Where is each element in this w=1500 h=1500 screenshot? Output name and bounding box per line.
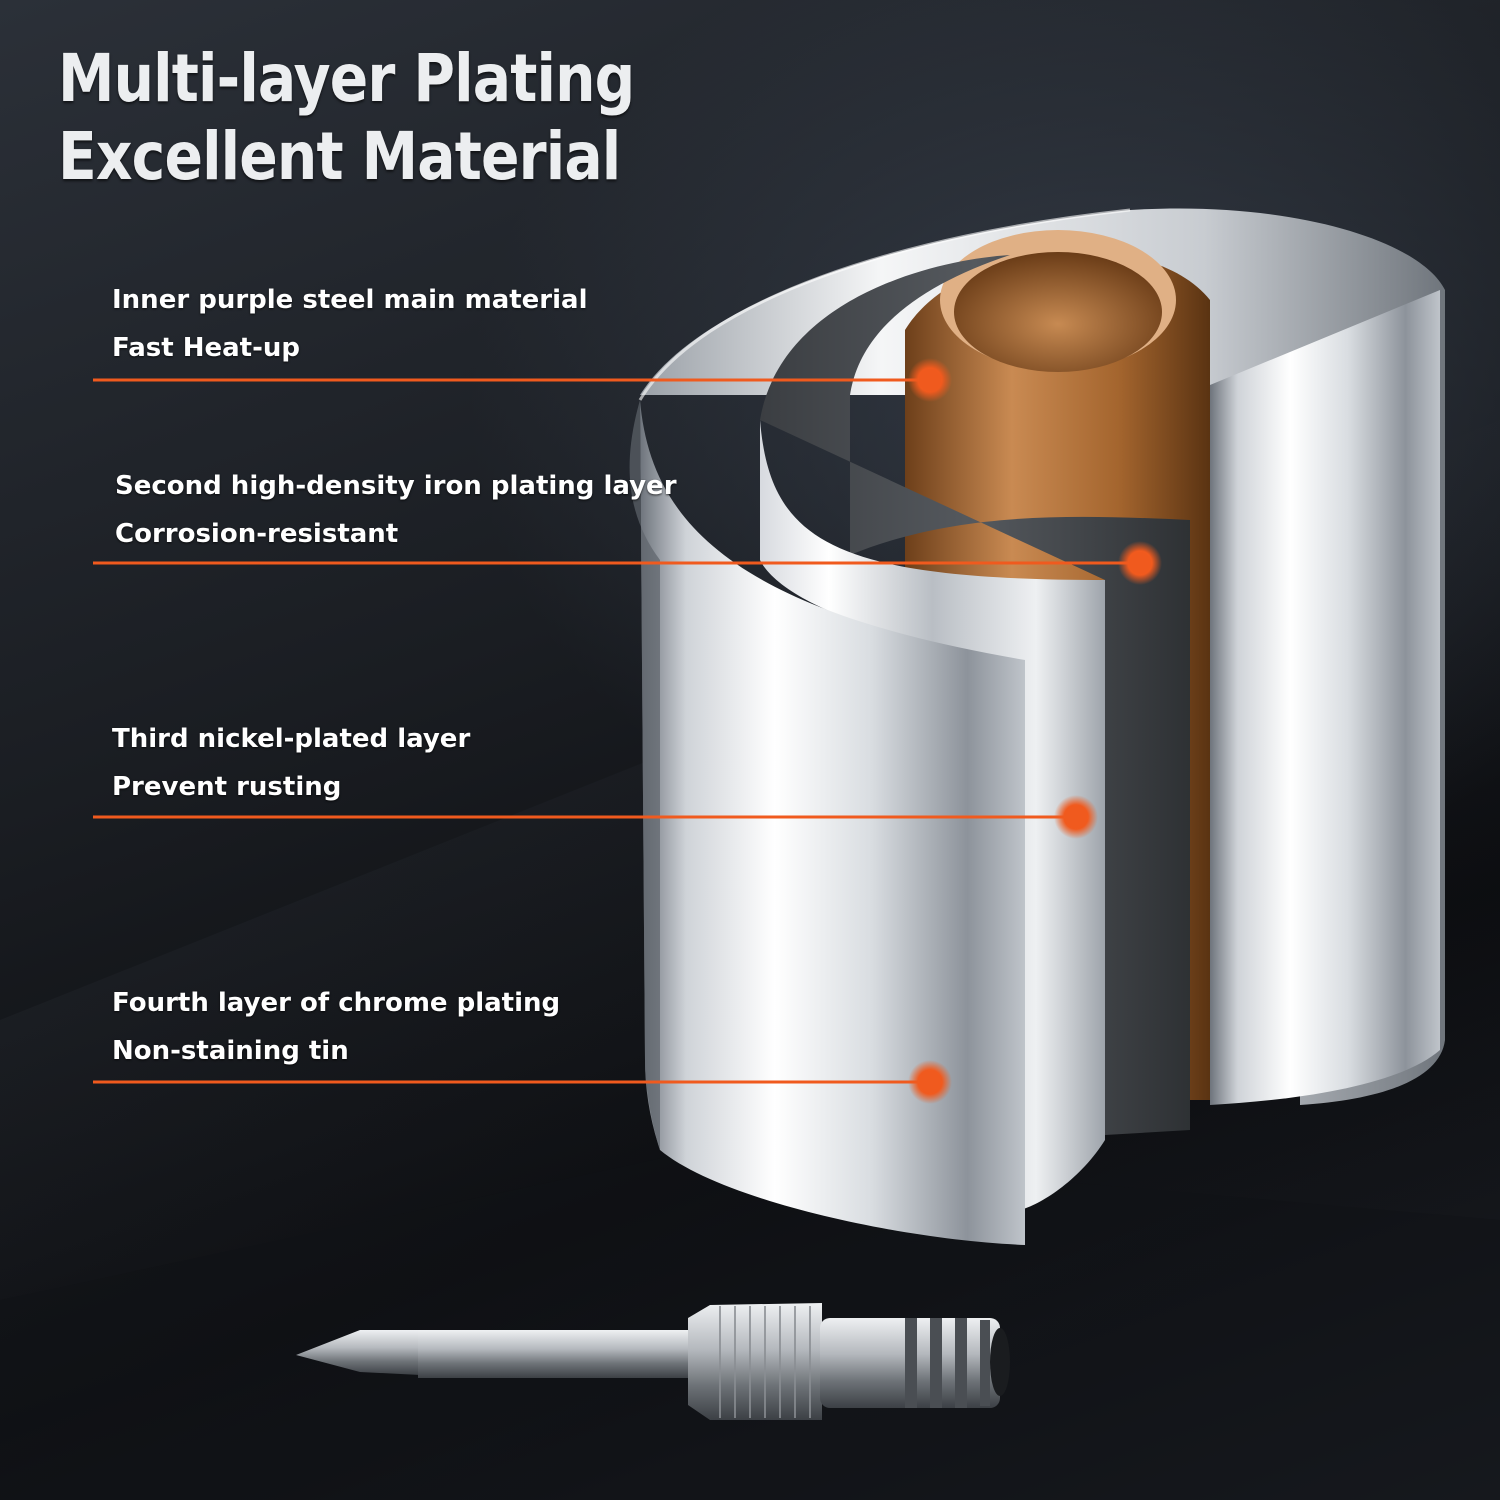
title-line-2: Excellent Material <box>58 118 621 195</box>
layer-4-title: Fourth layer of chrome plating <box>112 988 561 1018</box>
layer-4-label: Fourth layer of chrome plating Non-stain… <box>112 979 560 1075</box>
layer-1-label: Inner purple steel main material Fast He… <box>112 276 588 372</box>
callout-markers <box>908 358 1162 1104</box>
layer-2-subtitle: Corrosion-resistant <box>115 519 399 549</box>
layer-1-subtitle: Fast Heat-up <box>112 333 301 363</box>
title-line-1: Multi-layer Plating <box>58 40 635 117</box>
layer-4-subtitle: Non-staining tin <box>112 1036 349 1066</box>
layer-3-label: Third nickel-plated layer Prevent rustin… <box>112 715 470 811</box>
callout-lines <box>93 378 1140 1084</box>
soldering-iron-tip-image <box>296 1303 1010 1420</box>
layer-3-title: Third nickel-plated layer <box>112 724 471 754</box>
layer-2-title: Second high-density iron plating layer <box>115 471 677 501</box>
layer-3-subtitle: Prevent rusting <box>112 772 342 802</box>
page-title: Multi-layer Plating Excellent Material <box>58 40 635 196</box>
layer-2-label: Second high-density iron plating layer C… <box>115 462 677 558</box>
layer-1-title: Inner purple steel main material <box>112 285 588 315</box>
